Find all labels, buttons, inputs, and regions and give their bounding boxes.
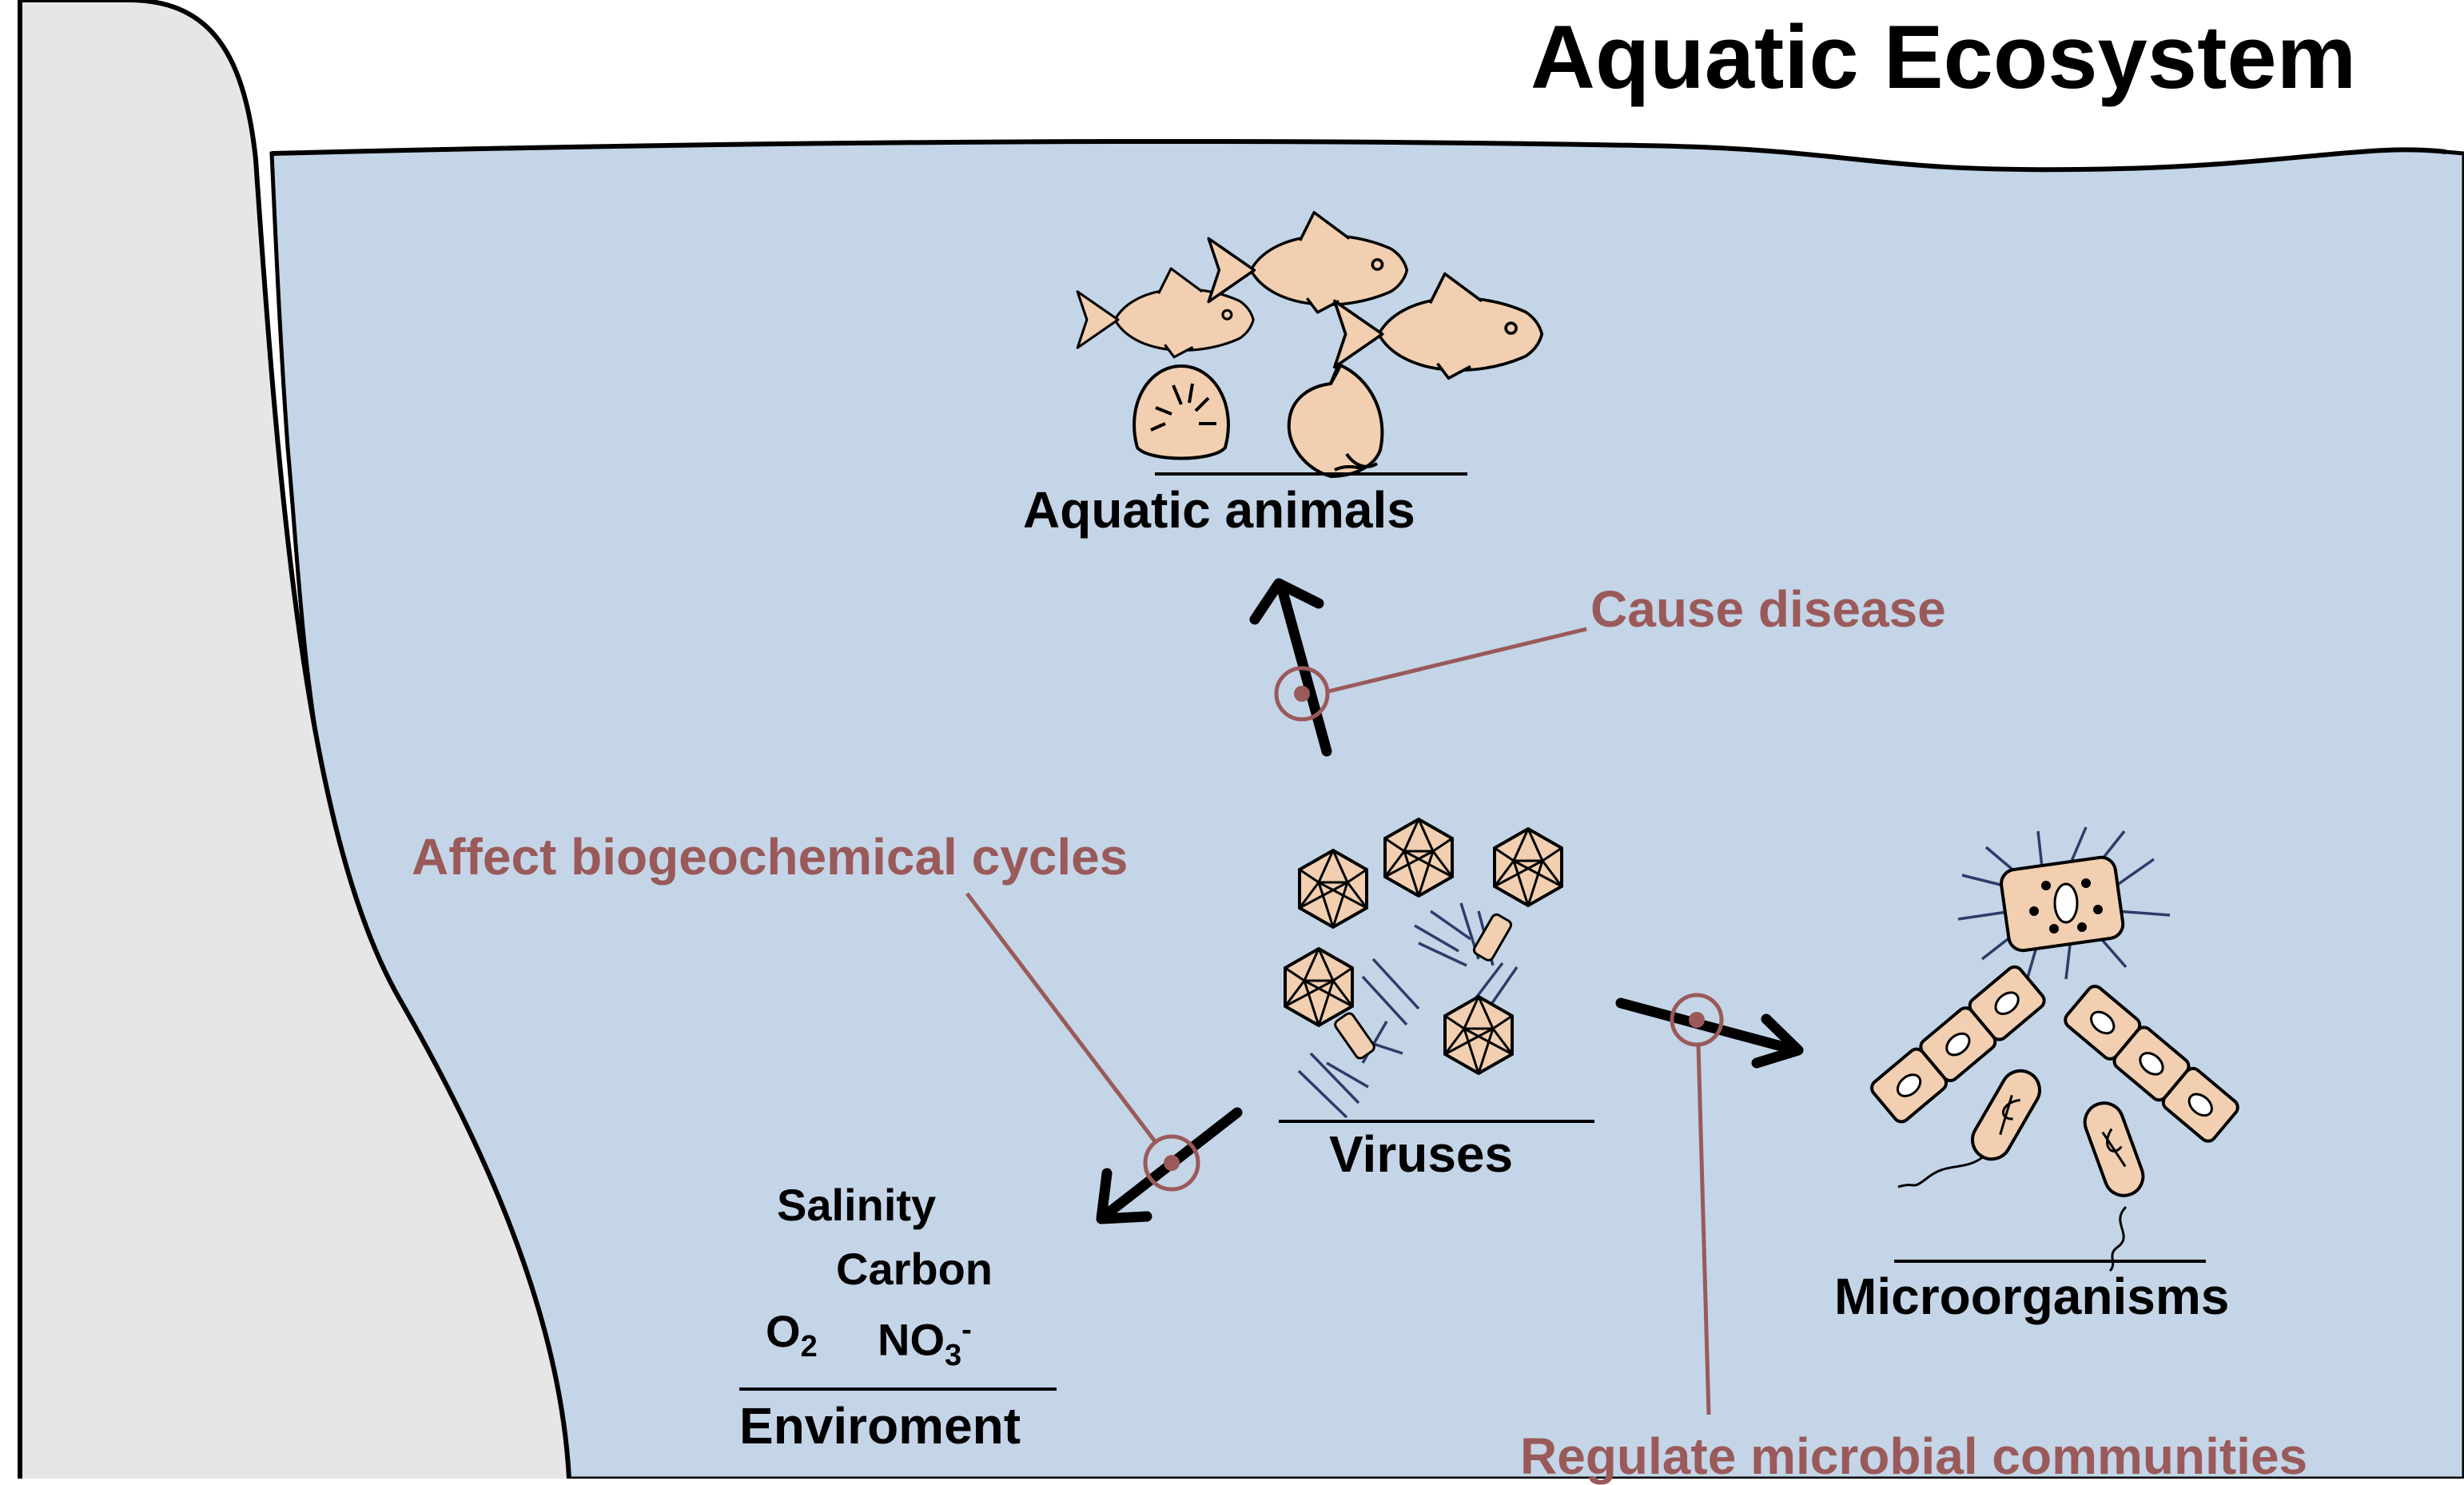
carbon-label: Carbon bbox=[836, 1244, 993, 1294]
nitrate-label: NO3- bbox=[878, 1315, 972, 1371]
nitrate-symbol: NO bbox=[878, 1314, 945, 1365]
oxygen-label: O2 bbox=[766, 1306, 818, 1364]
biogeochemical-marker bbox=[965, 892, 1200, 1192]
regulate-microbial-label: Regulate microbial communities bbox=[1520, 1427, 2308, 1485]
shore-land bbox=[20, 0, 569, 1479]
disease-marker-dot bbox=[1294, 686, 1310, 702]
microbial-marker bbox=[1670, 993, 1724, 1415]
environment-label: Enviroment bbox=[739, 1397, 1021, 1455]
protist-icon bbox=[1957, 826, 2171, 984]
biogeochemical-marker-dot bbox=[1164, 1155, 1180, 1171]
diagram-title: Aquatic Ecosystem bbox=[1531, 7, 2357, 107]
biogeochemical-cycles-label: Affect biogeochemical cycles bbox=[412, 828, 1129, 886]
nitrate-subscript: 3 bbox=[945, 1338, 962, 1372]
scallop-icon bbox=[1132, 364, 1230, 460]
arrow-to-animals bbox=[1249, 578, 1332, 757]
cause-disease-label: Cause disease bbox=[1590, 580, 1946, 638]
microbial-marker-dot bbox=[1689, 1012, 1705, 1028]
microorganisms-label: Microorganisms bbox=[1834, 1268, 2230, 1325]
oxygen-subscript: 2 bbox=[800, 1330, 818, 1364]
oxygen-symbol: O bbox=[766, 1306, 801, 1356]
animals-label: Aquatic animals bbox=[1023, 481, 1415, 539]
phage-collar-icon bbox=[1334, 1012, 1375, 1060]
phage-collar-icon bbox=[1472, 913, 1513, 961]
viruses-label: Viruses bbox=[1329, 1125, 1514, 1183]
conch-icon bbox=[1287, 362, 1384, 479]
water-surface-line bbox=[271, 139, 2446, 173]
nitrate-superscript: - bbox=[961, 1313, 972, 1347]
salinity-label: Salinity bbox=[777, 1180, 937, 1230]
disease-marker bbox=[1274, 627, 1587, 722]
arrow-to-microorganisms bbox=[1615, 997, 1804, 1069]
shore-outline bbox=[18, 0, 571, 1479]
